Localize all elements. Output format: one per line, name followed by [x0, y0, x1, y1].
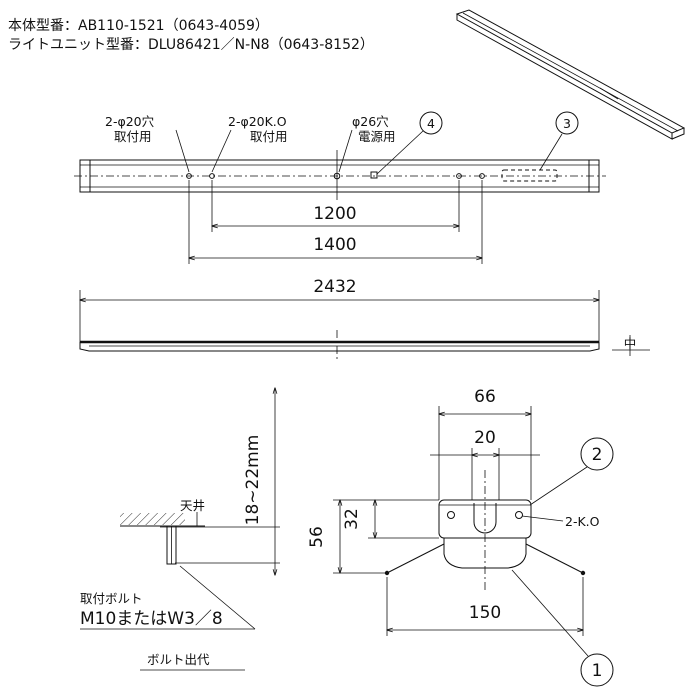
center-mark-label: 中 — [624, 336, 637, 351]
center-mark: 中 — [612, 335, 650, 356]
body-model-text: 本体型番：AB110-1521（0643-4059） — [8, 18, 269, 34]
terminal-square — [370, 171, 378, 179]
callout-4: 4 — [427, 116, 435, 131]
dim-150: 150 — [469, 603, 501, 623]
ko-20-sub: 取付用 — [250, 129, 288, 144]
ko-left — [447, 511, 455, 519]
terminal-block — [501, 169, 558, 182]
dim-18-22: 18~22mm — [243, 435, 263, 526]
diffuser — [443, 538, 527, 569]
bolt-label-1: 取付ボルト — [80, 591, 143, 606]
mounting-hole-right — [479, 173, 485, 179]
dim-56: 56 — [307, 526, 327, 548]
bolt-protrusion-label: ボルト出代 — [147, 652, 210, 667]
flange-left — [386, 543, 445, 574]
hole-26-sub: 電源用 — [358, 129, 396, 144]
callout-1: 1 — [592, 661, 603, 681]
dim-1200: 1200 — [313, 204, 356, 224]
light-unit-model-text: ライトユニット型番：DLU86421／N-N8（0643-8152） — [8, 37, 374, 53]
dim-20: 20 — [474, 428, 496, 448]
callout-2: 2 — [592, 445, 603, 465]
mounting-slot — [473, 503, 497, 534]
flange-right — [525, 543, 584, 574]
power-hole — [333, 172, 341, 180]
side-view: 2432 中 — [80, 277, 650, 360]
callout-2-circle — [580, 437, 614, 471]
dim-1400: 1400 — [313, 235, 356, 255]
callout-3: 3 — [563, 116, 571, 131]
ko-hole-left — [209, 173, 215, 179]
callout-3-circle — [555, 111, 579, 135]
section-view: 66 20 150 56 32 — [307, 387, 614, 687]
dim-2432: 2432 — [313, 277, 356, 297]
hole-20-sub: 取付用 — [114, 129, 152, 144]
mounting-hole-left — [186, 173, 192, 179]
callout-4-circle — [419, 111, 443, 135]
hole-20-label: 2-φ20穴 — [105, 114, 155, 129]
dim-66: 66 — [474, 387, 496, 407]
bolt-label-2: M10またはW3／8 — [80, 609, 223, 629]
ko-right — [515, 511, 523, 519]
ceiling-label: 天井 — [180, 498, 205, 513]
dim-32: 32 — [342, 508, 362, 530]
plan-view: 2-φ20穴 取付用 2-φ20K.O 取付用 φ26穴 電源用 4 3 120… — [74, 111, 606, 264]
hole-26-label: φ26穴 — [352, 114, 389, 129]
isometric-thumbnail — [455, 9, 686, 140]
ko-20-label: 2-φ20K.O — [228, 114, 287, 129]
ko-hole-right — [456, 173, 462, 179]
ko-label: 2-K.O — [565, 514, 600, 529]
callout-1-circle — [580, 653, 614, 687]
ceiling-detail: 18~22mm 天井 取付ボルト M10またはW3／8 ボルト出代 — [80, 388, 280, 671]
